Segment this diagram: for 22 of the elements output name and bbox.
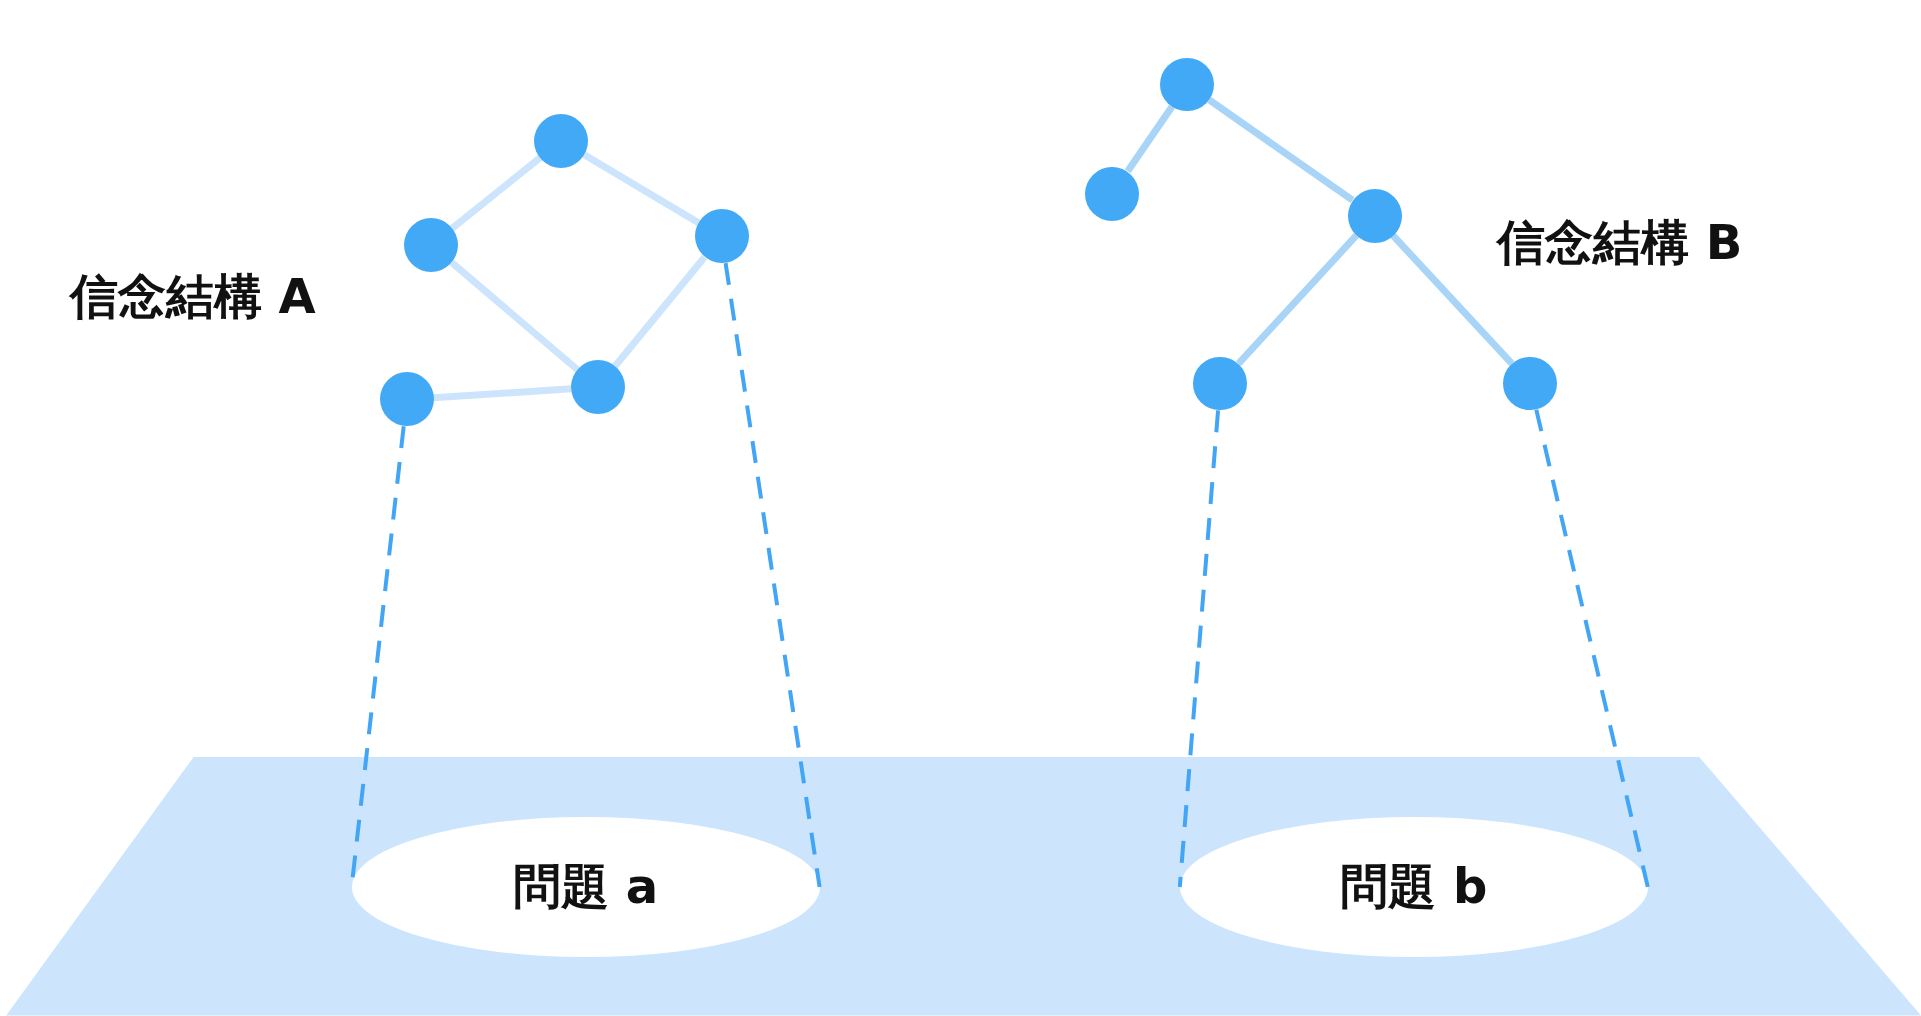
connector-line bbox=[1124, 104, 1175, 174]
connector-line bbox=[449, 259, 580, 373]
dashed-line bbox=[1177, 410, 1221, 888]
connector-line bbox=[612, 255, 708, 369]
connector-line bbox=[433, 385, 572, 402]
dot bbox=[1347, 188, 1402, 243]
dot bbox=[694, 209, 749, 264]
connector-line bbox=[582, 151, 701, 226]
dashed-line bbox=[1534, 409, 1650, 888]
connector-line bbox=[1390, 233, 1515, 367]
connector-line bbox=[1207, 97, 1355, 204]
dot bbox=[404, 218, 459, 272]
connector-line bbox=[1235, 233, 1359, 366]
graph-label: 信念結構 A bbox=[69, 266, 316, 326]
connector-line bbox=[450, 155, 543, 231]
dot bbox=[1193, 356, 1248, 411]
graph-label: 信念結構 B bbox=[1497, 212, 1743, 272]
dashed-line bbox=[723, 262, 822, 888]
dot bbox=[570, 360, 625, 415]
dot bbox=[1085, 166, 1140, 221]
dot bbox=[534, 113, 589, 168]
dot bbox=[1160, 57, 1215, 112]
